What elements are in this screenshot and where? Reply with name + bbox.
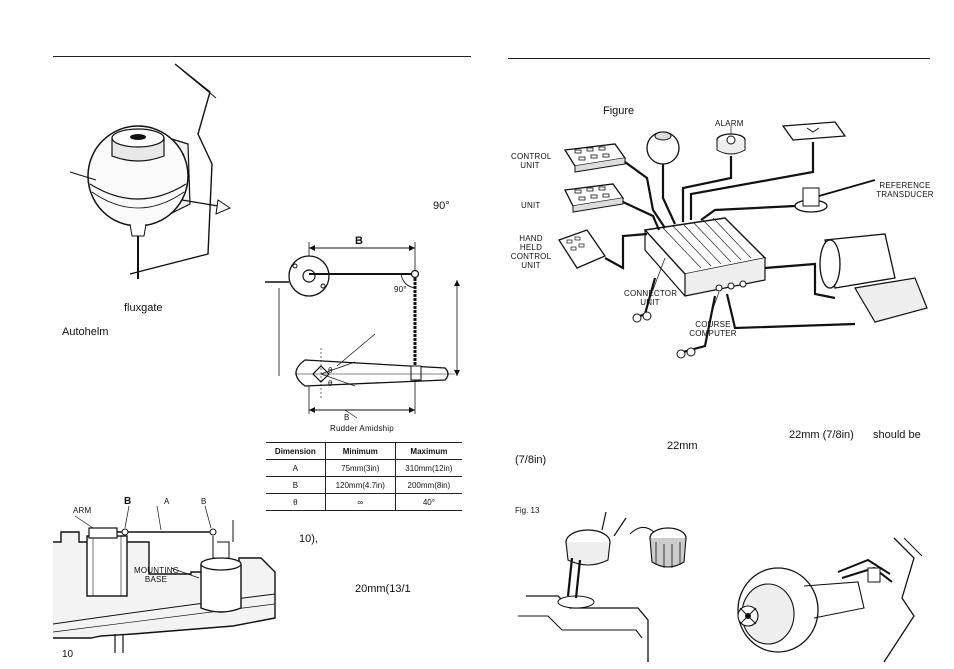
ninety-degree-text: 90° xyxy=(433,200,450,212)
ref-10-text: 10), xyxy=(299,533,318,545)
table-cell: 120mm(4.7in) xyxy=(324,476,396,494)
table-cell: A xyxy=(266,459,326,477)
should-be-text: should be xyxy=(873,429,921,441)
rudder-amidship-caption: Rudder Amidship xyxy=(330,424,394,433)
mounting-base-label: MOUNTING BASE xyxy=(134,566,180,584)
size-22mm-text-1: 22mm (7/8in) xyxy=(789,429,854,441)
page-number: 10 xyxy=(62,649,74,660)
dimension-b-bottom-label: B xyxy=(344,413,350,422)
table-cell: B xyxy=(266,476,326,494)
table-row: B 120mm(4.7in) 200mm(8in) xyxy=(266,476,462,494)
dimension-table: Dimension Minimum Maximum A 75mm(3in) 31… xyxy=(266,442,462,511)
table-header: Maximum xyxy=(394,442,462,460)
table-header: Minimum xyxy=(324,442,396,460)
mounting-base-illustration xyxy=(52,505,276,653)
b-label-2: B xyxy=(201,497,207,506)
left-header-rule xyxy=(53,56,471,57)
fluxgate-text: fluxgate xyxy=(124,302,163,314)
linkage-geometry-diagram xyxy=(265,242,460,419)
table-header-row: Dimension Minimum Maximum xyxy=(266,442,462,460)
system-wiring-diagram xyxy=(558,121,928,359)
table-cell: 200mm(8in) xyxy=(394,476,462,494)
figure-label: Figure xyxy=(603,105,635,117)
alarm-label: ALARM xyxy=(715,119,744,128)
table-cell: ∞ xyxy=(324,493,396,511)
course-computer-label: COURSE COMPUTER xyxy=(689,320,737,338)
table-row: A 75mm(3in) 310mm(12in) xyxy=(266,459,462,477)
table-cell: 75mm(3in) xyxy=(324,459,396,477)
theta-label-1: θ xyxy=(328,366,333,375)
theta-label-2: θ xyxy=(328,379,333,388)
dimension-b-top-label: B xyxy=(355,235,364,247)
table-row: θ ∞ 40° xyxy=(266,493,462,511)
table-cell: 40° xyxy=(394,493,462,511)
unit-label: UNIT xyxy=(521,201,541,210)
hand-held-control-unit-label: HAND HELD CONTROL UNIT xyxy=(510,234,552,270)
arm-label: ARM xyxy=(73,506,92,515)
ref-20mm-text: 20mm(13/1 xyxy=(355,583,411,595)
ninety-angle-label: 90° xyxy=(394,285,407,294)
b-label-1: B xyxy=(124,496,132,507)
autohelm-text: Autohelm xyxy=(62,326,109,338)
a-label: A xyxy=(164,497,170,506)
table-cell: θ xyxy=(266,493,326,511)
size-78in-text: (7/8in) xyxy=(515,454,547,466)
fig13-label: Fig. 13 xyxy=(515,506,540,515)
table-cell: 310mm(12in) xyxy=(394,459,462,477)
fluxgate-compass-illustration xyxy=(69,63,232,279)
table-header: Dimension xyxy=(266,442,326,460)
reference-transducer-label: REFERENCE TRANSDUCER xyxy=(876,181,934,199)
right-header-rule xyxy=(508,58,930,59)
deck-fitting-illustration xyxy=(518,511,687,662)
control-unit-label: CONTROL UNIT xyxy=(511,152,552,170)
size-22mm-text-2: 22mm xyxy=(667,440,698,452)
bulkhead-fitting-illustration xyxy=(737,537,923,663)
connector-unit-label: CONNECTOR UNIT xyxy=(624,289,678,307)
